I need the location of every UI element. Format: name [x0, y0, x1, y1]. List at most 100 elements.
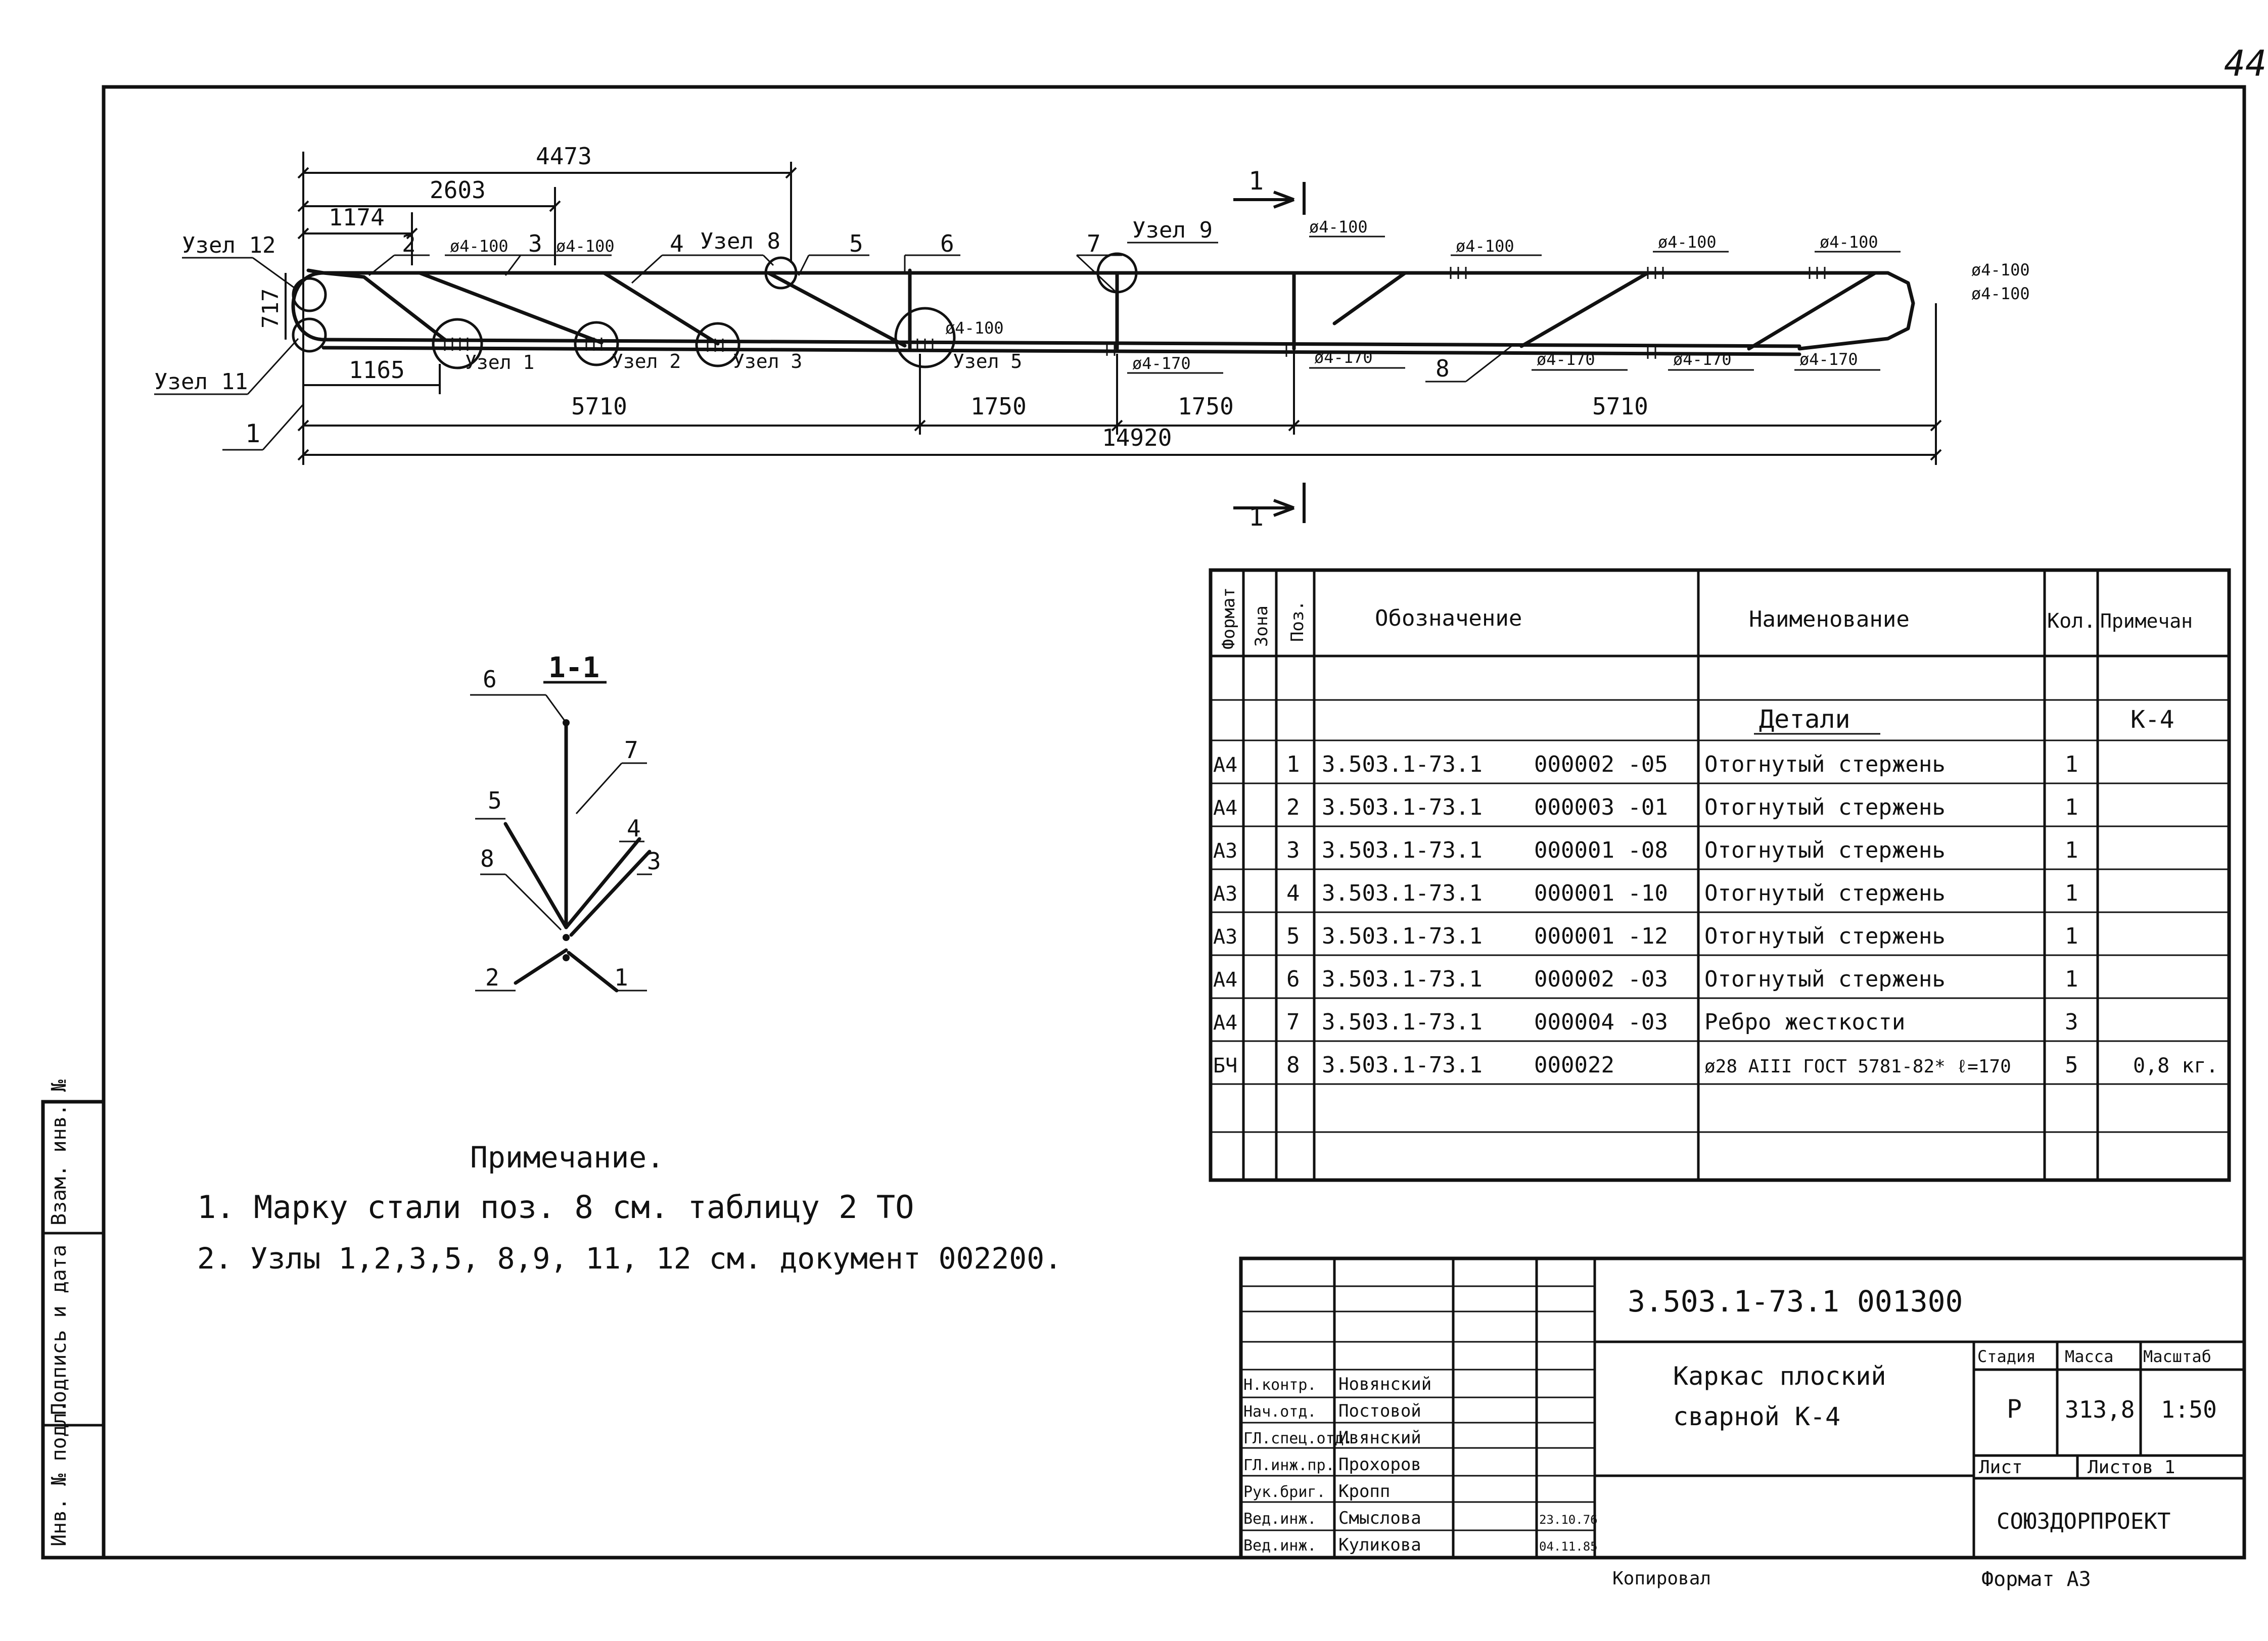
pos-6: 6	[940, 230, 954, 257]
staff-name: Ивянский	[1338, 1428, 1421, 1448]
spec-cell-doc: 3.503.1-73.1	[1322, 752, 1483, 777]
staff-name: Новянский	[1338, 1374, 1431, 1394]
staff-row: Н.контр.Новянский	[1243, 1374, 1431, 1394]
scale-value: 1:50	[2161, 1396, 2217, 1423]
section-label-3: 3	[647, 848, 661, 875]
staff-role: ГЛ.спец.отд.	[1243, 1430, 1353, 1447]
spec-cell-qty: 1	[2065, 794, 2078, 820]
side-stamp-sign: Подпись и дата	[48, 1245, 71, 1415]
spec-header-pos: Поз.	[1287, 600, 1308, 642]
spec-cell-qty: 1	[2065, 923, 2078, 949]
dim-14920: 14920	[1102, 424, 1172, 451]
dim-1750-b: 1750	[1178, 393, 1234, 420]
node-5: Узел 5	[953, 350, 1022, 372]
spec-cell-code: 000022	[1534, 1052, 1614, 1078]
spec-cell-format: А3	[1213, 839, 1237, 863]
dim-1750-a: 1750	[970, 393, 1027, 420]
note-1: 1. Марку стали поз. 8 см. таблицу 2 ТО	[197, 1189, 914, 1226]
spec-cell-format: А4	[1213, 754, 1237, 777]
dim-5710-left: 5710	[571, 393, 627, 420]
section-label-1: 1	[614, 964, 628, 991]
pos-8: 8	[1436, 355, 1450, 382]
section-mark-top: 1	[1248, 166, 1264, 196]
spec-header-doc: Обозначение	[1375, 605, 1522, 631]
pos-4: 4	[670, 230, 684, 257]
weld-13: ø4-170	[1673, 350, 1732, 369]
spec-cell-code: 000002 -05	[1534, 752, 1668, 777]
staff-name: Постовой	[1338, 1401, 1421, 1421]
spec-cell-pos: 7	[1286, 1009, 1300, 1035]
spec-cell-pos: 4	[1286, 880, 1300, 906]
section-title: 1-1	[548, 651, 599, 684]
spec-cell-code: 000004 -03	[1534, 1009, 1668, 1035]
staff-role: ГЛ.инж.пр.	[1243, 1457, 1335, 1474]
spec-cell-code: 000001 -12	[1534, 923, 1668, 949]
spec-cell-qty: 1	[2065, 752, 2078, 777]
staff-row: ГЛ.инж.пр.Прохоров	[1243, 1455, 1421, 1475]
staff-date: 23.10.76	[1539, 1513, 1598, 1527]
spec-row: А4 1 3.503.1-73.1 000002 -05 Отогнутый стерж…	[1213, 752, 2078, 777]
weld-6: ø4-100	[1658, 232, 1717, 252]
staff-name: Куликова	[1338, 1535, 1421, 1555]
weld-9: ø4-100	[1971, 284, 2030, 303]
weld-11: ø4-170	[1314, 348, 1373, 367]
section-1-1: 1-1 6 7 5 4 8 3 2 1	[470, 651, 661, 993]
spec-cell-doc: 3.503.1-73.1	[1322, 837, 1483, 863]
spec-group-title: Детали	[1759, 705, 1850, 734]
staff-role: Нач.отд.	[1243, 1403, 1317, 1421]
node-1: Узел 1	[465, 351, 534, 373]
spec-cell-name: Отогнутый стержень	[1704, 966, 1946, 992]
spec-cell-format: А3	[1213, 925, 1237, 949]
title-code: 3.503.1-73.1 001300	[1628, 1284, 1963, 1319]
node-8: Узел 8	[700, 228, 780, 254]
title-line2: сварной К-4	[1673, 1402, 1840, 1431]
spec-cell-format: А4	[1213, 1011, 1237, 1035]
pos-5: 5	[849, 230, 863, 257]
section-label-4: 4	[627, 815, 641, 842]
node-2: Узел 2	[612, 350, 681, 372]
staff-date: 04.11.85	[1539, 1539, 1598, 1554]
spec-cell-name: Отогнутый стержень	[1704, 752, 1946, 777]
dim-5710-right: 5710	[1592, 393, 1648, 420]
weld-10: ø4-170	[1132, 354, 1191, 373]
spec-cell-name: ø28 АIII ГОСТ 5781-82* ℓ=170	[1704, 1056, 2011, 1077]
spec-header-name: Наименование	[1749, 606, 1910, 632]
spec-cell-name: Отогнутый стержень	[1704, 794, 1946, 820]
weld-5: ø4-100	[1456, 237, 1514, 256]
spec-cell-qty: 1	[2065, 966, 2078, 992]
spec-header-qty: Кол.	[2047, 609, 2096, 633]
weld-3: ø4-100	[945, 318, 1004, 338]
weld-8: ø4-100	[1971, 260, 2030, 279]
org-name: СОЮЗДОРПРОЕКТ	[1997, 1509, 2170, 1534]
weld-1: ø4-100	[450, 237, 508, 256]
staff-name: Смыслова	[1338, 1508, 1421, 1528]
staff-role: Рук.бриг.	[1243, 1483, 1326, 1501]
side-stamp: Инв. № подл. Подпись и дата Взам. инв. №	[41, 1080, 106, 1560]
section-label-5: 5	[488, 787, 502, 814]
notes-title: Примечание.	[470, 1140, 664, 1175]
spec-cell-qty: 1	[2065, 880, 2078, 906]
dim-2603: 2603	[430, 176, 486, 204]
spec-cell-pos: 5	[1286, 923, 1300, 949]
sheet-number: 44	[2224, 43, 2266, 84]
spec-cell-name: Отогнутый стержень	[1704, 880, 1946, 906]
pos-2: 2	[402, 230, 416, 257]
spec-cell-name: Отогнутый стержень	[1704, 923, 1946, 949]
node-3: Узел 3	[733, 350, 802, 372]
dim-1174: 1174	[329, 204, 385, 231]
staff-role: Вед.инж.	[1243, 1510, 1317, 1528]
spec-cell-name: Ребро жесткости	[1704, 1009, 1905, 1035]
section-label-2: 2	[485, 964, 499, 991]
spec-cell-code: 000002 -03	[1534, 966, 1668, 992]
spec-table: Формат Зона Поз. Обозначение Наименовани…	[1209, 568, 2231, 1182]
weld-14: ø4-170	[1799, 350, 1858, 369]
spec-cell-code: 000001 -08	[1534, 837, 1668, 863]
staff-name: Кропп	[1338, 1481, 1390, 1502]
